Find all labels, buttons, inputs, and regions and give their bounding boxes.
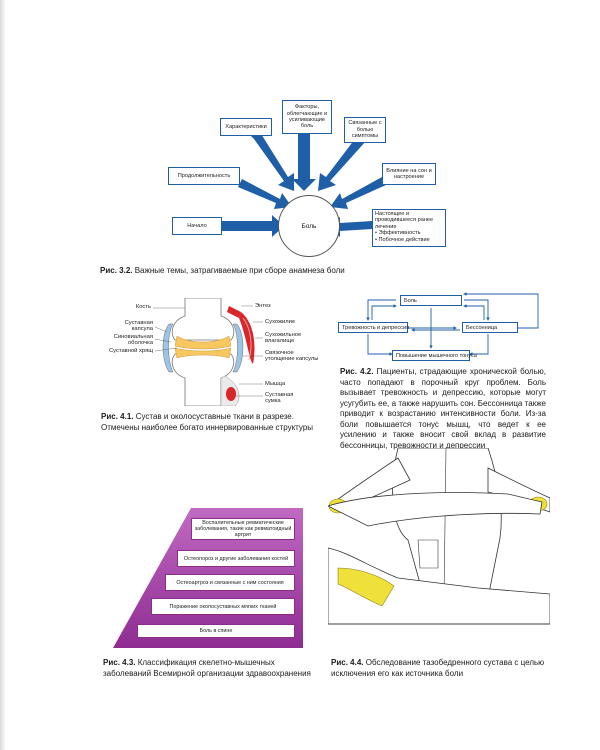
patient-underwear [337, 567, 395, 607]
label-tendon: Сухожилие [265, 319, 296, 325]
arrow-onset [222, 215, 284, 237]
caption-fig-3-2-text: Важные темы, затрагиваемые при сборе ана… [132, 266, 345, 275]
joint-capsule [162, 323, 174, 373]
box-pain-cycle: Боль [400, 295, 462, 306]
upper-cartilage [174, 335, 232, 350]
box-tone: Повышение мышечного тонуса [392, 350, 477, 361]
box-current-treatment: Настоящее и проводившееся ранее лечение … [372, 209, 446, 247]
box-insomnia: Бессонница [462, 322, 518, 333]
caption-fig-4-3: Рис. 4.3. Классификация скелетно-мышечны… [103, 658, 323, 679]
box-anxiety: Тревожность и депрессия [338, 322, 410, 333]
figure-3-2-arrows [222, 129, 386, 237]
label-synovial: Синовиальная оболочка [113, 334, 153, 347]
box-side-effects-text: • Побочное действие [375, 236, 430, 243]
box-duration-text: Продолжительность [177, 172, 231, 179]
label-capsule: Суставная капсула [124, 320, 153, 333]
label-bone: Кость [135, 304, 151, 310]
caption-fig-3-2: Рис. 3.2. Важные темы, затрагиваемые при… [100, 266, 480, 277]
box-pain-cycle-text: Боль [404, 297, 417, 304]
caption-fig-4-1: Рис. 4.1. Сустав и околосуставные ткани … [101, 412, 333, 433]
bursa-red [226, 387, 236, 401]
box-related-symptoms-text: Связанные с болью симптомы [348, 120, 382, 140]
pyramid-level-3-text: Остеоартроз и связанные с ним состояния [176, 579, 284, 586]
joint-illustration [153, 298, 263, 406]
figure-4-4-illustration [328, 448, 550, 646]
box-characteristics: Характеристики [220, 118, 272, 136]
box-onset-text: Начало [187, 222, 207, 229]
page-edge-shadow [0, 0, 6, 750]
figure-4-1-joint: Кость Суставная капсула Синовиальная обо… [103, 298, 333, 406]
tendon-sheath [242, 317, 252, 361]
hip-exam-illustration [328, 448, 550, 625]
arrow-duration [238, 179, 292, 209]
label-enthesis: Энтез [255, 303, 271, 309]
label-bursa: Суставная сумка [265, 392, 294, 405]
box-related-symptoms: Связанные с болью симптомы [344, 117, 386, 143]
pyramid-level-2: Остеопороз и другие заболевания костей [177, 550, 295, 567]
caption-fig-4-2-text: Пациенты, страдающие хронической болью, … [340, 367, 546, 450]
circle-pain-text: Боль [301, 222, 317, 230]
pyramid-level-3: Остеоартроз и связанные с ним состояния [165, 574, 295, 591]
circle-pain: Боль [278, 195, 340, 257]
box-onset: Начало [172, 217, 222, 235]
box-duration: Продолжительность [168, 167, 240, 185]
box-characteristics-text: Характеристики [225, 123, 267, 130]
pyramid-level-1: Воспалительные ревматические заболевания… [191, 518, 295, 540]
lower-cartilage [174, 347, 232, 359]
caption-fig-4-2-label: Рис. 4.2. [340, 367, 374, 376]
coat-pocket [417, 539, 439, 569]
pyramid-level-4: Поражение околосуставных мягких тканей [151, 598, 295, 615]
figure-3-2-diagram: Факторы, облегчающие и усиливающие боль … [150, 95, 480, 270]
joint-capsule-right [232, 323, 244, 373]
patient-body [328, 547, 550, 625]
box-treatment-text: Настоящее и проводившееся ранее лечение [375, 211, 434, 230]
coat-seam [443, 448, 447, 599]
figure-4-3-pyramid: Воспалительные ревматические заболевания… [113, 508, 303, 648]
upper-bone [171, 298, 235, 341]
box-influence: Влияние на сон и настроение [382, 163, 436, 185]
caption-fig-4-3-text: Классификация скелетно-мышечных заболева… [103, 658, 311, 678]
arrow-symptoms [318, 135, 366, 191]
lower-bone [171, 353, 235, 406]
arrow-influence [330, 177, 386, 209]
caption-fig-3-2-label: Рис. 3.2. [100, 266, 133, 275]
box-efficacy-text: • Эффективность [375, 230, 421, 237]
doctor-coat [392, 448, 502, 599]
cycle-arrows [366, 292, 539, 356]
box-influence-text: Влияние на сон и настроение [386, 167, 432, 180]
enthesis-red [227, 306, 241, 318]
label-muscle: Мышца [265, 381, 286, 387]
box-factors-text: Факторы, облегчающие и усиливающие боль [286, 104, 328, 130]
box-anxiety-text: Тревожность и депрессия [342, 324, 410, 331]
caption-fig-4-1-label: Рис. 4.1. [101, 412, 134, 421]
pyramid-level-5: Боль в спине [137, 624, 295, 638]
label-cartilage: Суставной хрящ [108, 348, 153, 354]
caption-fig-4-4: Рис. 4.4. Обследование тазобедренного су… [331, 658, 551, 679]
caption-fig-4-3-label: Рис. 4.3. [103, 658, 136, 667]
box-tone-text: Повышение мышечного тонуса [396, 352, 477, 359]
caption-fig-4-4-label: Рис. 4.4. [331, 658, 364, 667]
pyramid-level-4-text: Поражение околосуставных мягких тканей [169, 603, 277, 610]
label-sheath: Сухожильное влагалище [265, 332, 302, 345]
pyramid-level-5-text: Боль в спине [199, 628, 233, 634]
box-insomnia-text: Бессонница [466, 324, 498, 331]
box-factors: Факторы, облегчающие и усиливающие боль [282, 100, 332, 134]
pyramid-level-2-text: Остеопороз и другие заболевания костей [183, 555, 289, 562]
arrow-characteristics [250, 129, 294, 191]
pyramid-level-1-text: Воспалительные ревматические заболевания… [194, 520, 292, 538]
caption-fig-4-1-text: Сустав и околосуставные ткани в разрезе.… [101, 412, 314, 432]
figure-4-2-cycle: Боль Тревожность и депрессия Бессонница … [338, 292, 553, 364]
caption-fig-4-4-text: Обследование тазобедренного сустава с це… [331, 658, 545, 678]
arrow-factors [292, 133, 316, 191]
patient-leg-raised [328, 492, 543, 527]
caption-fig-4-2: Рис. 4.2. Пациенты, страдающие хроническ… [340, 367, 546, 451]
label-ligament: Связочное утолщение капсулы [265, 350, 319, 363]
